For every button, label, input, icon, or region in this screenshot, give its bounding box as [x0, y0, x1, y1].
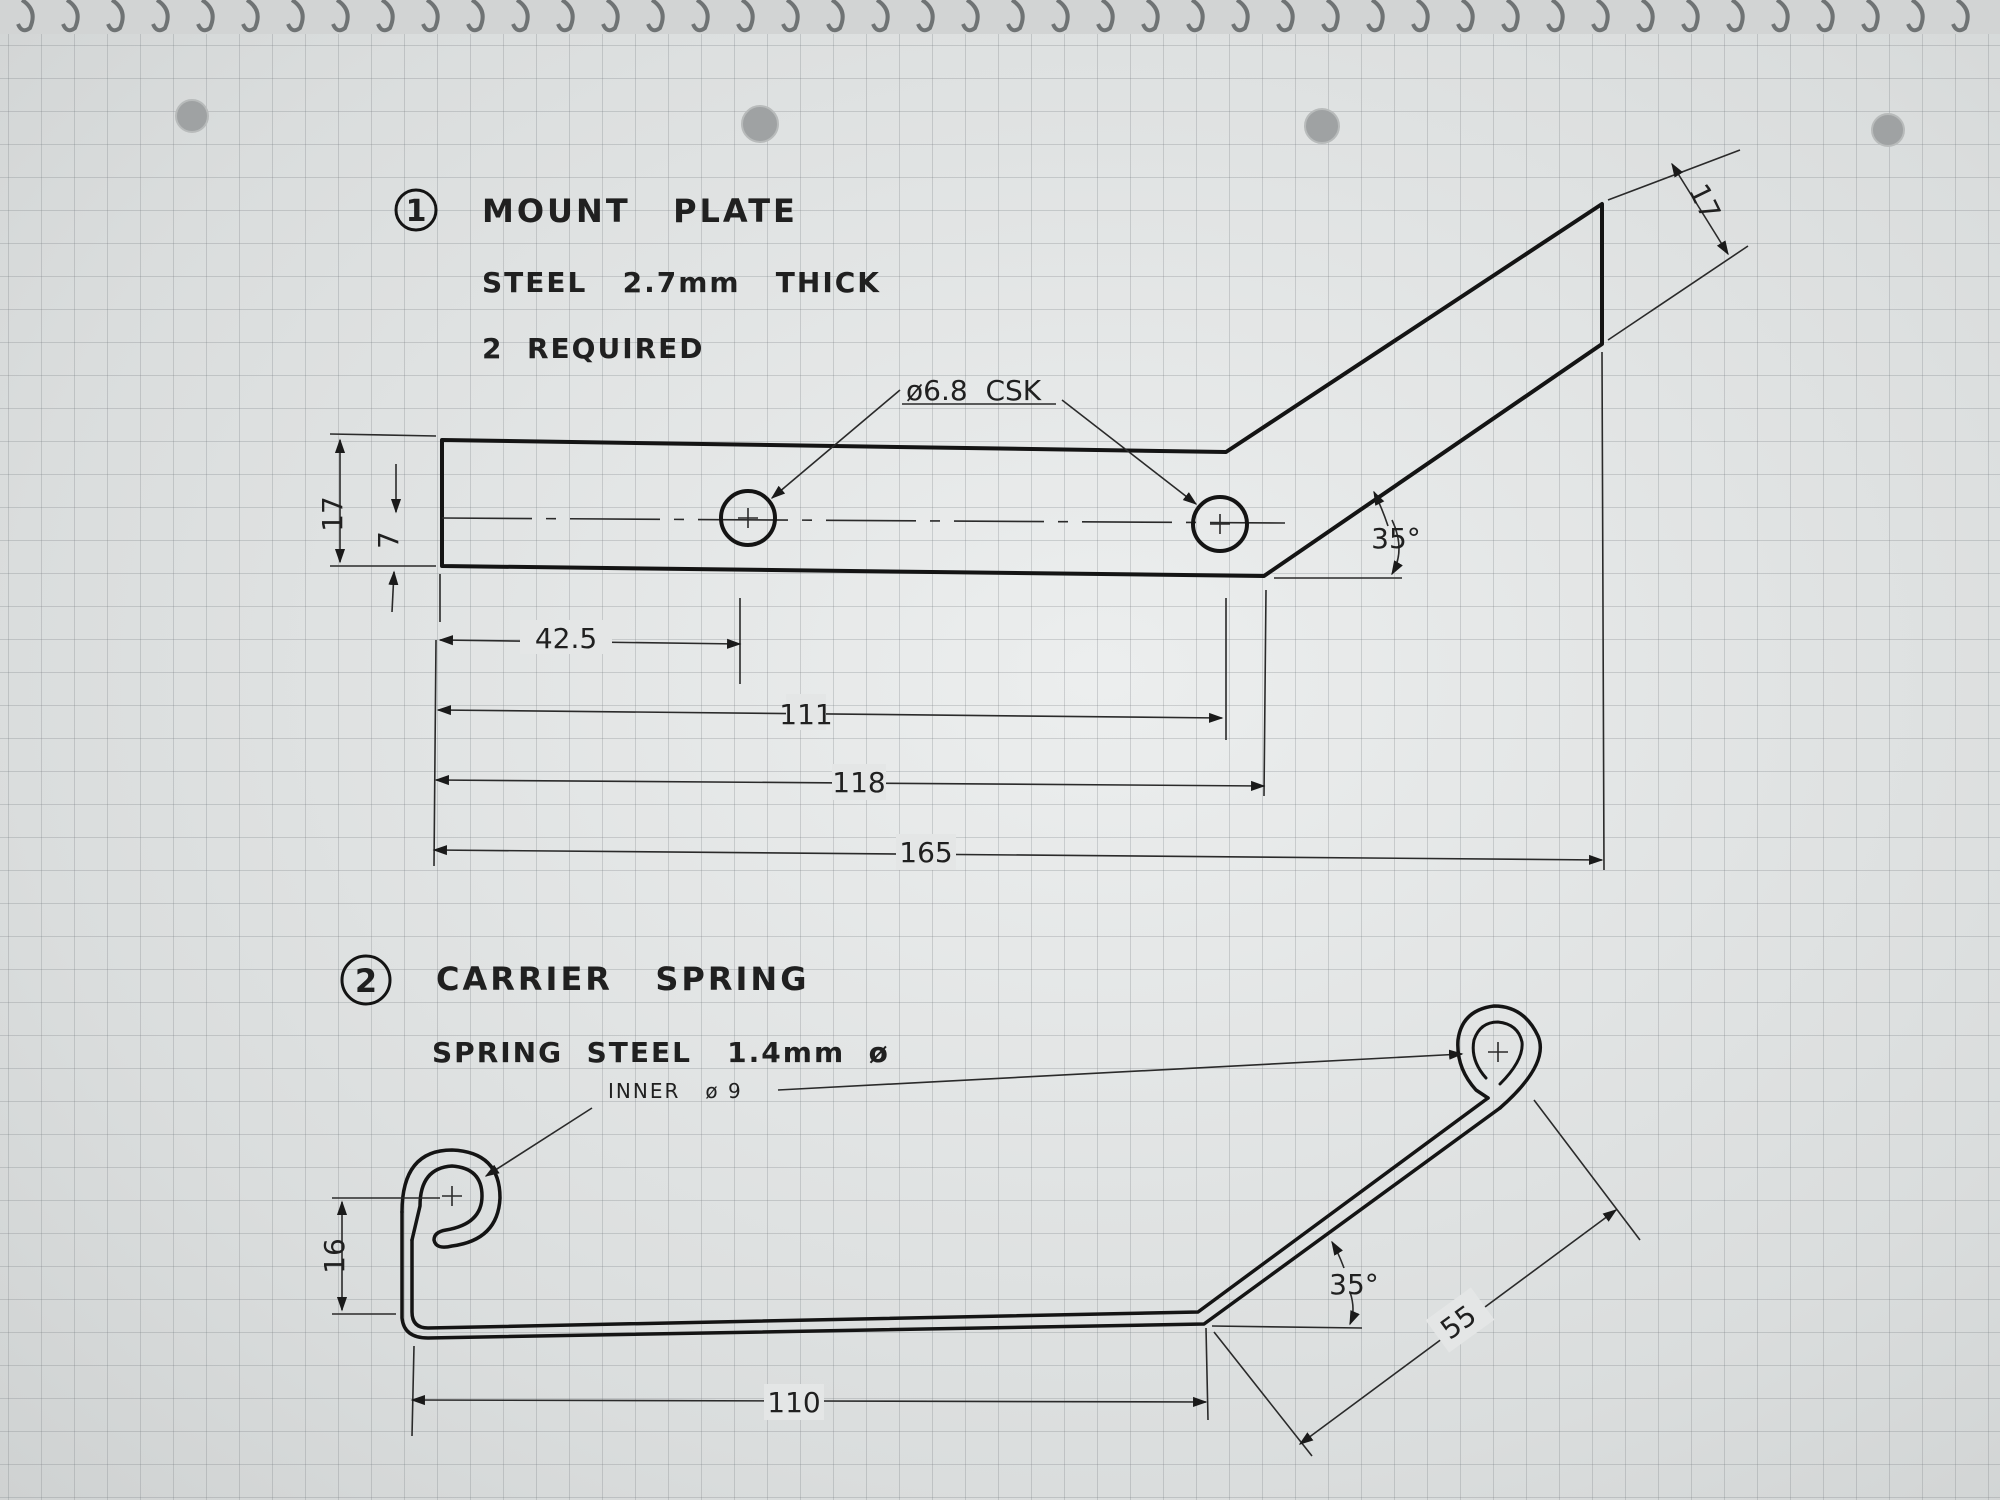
binding-coil [511, 0, 530, 33]
part2-heading: 2 CARRIER SPRING SPRING STEEL 1.4mm ø IN… [340, 954, 890, 1103]
binding-coil [1366, 0, 1385, 33]
binding-coil [646, 0, 665, 33]
binding-coil [916, 0, 935, 33]
binding-coil [556, 0, 575, 33]
punch-hole [741, 105, 779, 143]
hole-1 [719, 489, 777, 547]
punch-hole [1871, 113, 1905, 147]
part1-number-circle [394, 188, 438, 232]
binding-coil [466, 0, 485, 33]
binding-coil [1861, 0, 1880, 33]
part1-heading: 1 MOUNT PLATE STEEL 2.7mm THICK 2 REQUIR… [394, 188, 881, 365]
binding-coil [1321, 0, 1340, 33]
punched-holes [175, 99, 1905, 147]
dim-spring-angle: 35° [1329, 1268, 1379, 1301]
part1-quantity: 2 REQUIRED [482, 332, 705, 365]
hole-2 [1191, 495, 1249, 553]
binding-coil [421, 0, 440, 33]
dim-height: 17 [316, 496, 349, 532]
binding-coil [1501, 0, 1520, 33]
binding-coil [1276, 0, 1295, 33]
binding-coil [1951, 0, 1970, 33]
binding-coil [1816, 0, 1835, 33]
dim-bend: 118 [832, 766, 885, 799]
binding-coil [1456, 0, 1475, 33]
binding-coil [61, 0, 80, 33]
binding-coil [241, 0, 260, 33]
part1-material: STEEL 2.7mm THICK [482, 266, 881, 299]
binding-coil [1681, 0, 1700, 33]
binding-coil [376, 0, 395, 33]
binding-coil [781, 0, 800, 33]
part2-dimensions: 16 110 35° 55 [318, 1099, 1641, 1457]
binding-coil [106, 0, 125, 33]
binding-coil [1726, 0, 1745, 33]
mount-plate-outline: ø6.8 CSK [440, 202, 1604, 578]
spiral-binding [0, 0, 2000, 34]
dim-hole-offset: 7 [372, 531, 405, 549]
dim-overall: 165 [899, 836, 952, 869]
dim-angle1: 35° [1371, 522, 1421, 555]
binding-coil [1411, 0, 1430, 33]
binding-coil [331, 0, 350, 33]
binding-coil [1591, 0, 1610, 33]
carrier-spring-outline [400, 1004, 1543, 1340]
dim-spring-length: 110 [767, 1386, 820, 1419]
binding-coil [1186, 0, 1205, 33]
binding-coil [1231, 0, 1250, 33]
part1-number: 1 [406, 194, 427, 229]
dim-hole2: 111 [779, 698, 832, 731]
binding-coil [1636, 0, 1655, 33]
binding-coil [16, 0, 35, 33]
binding-coil [1546, 0, 1565, 33]
part2-eye-label: INNER ø 9 [608, 1079, 743, 1103]
part1-dimensions: 17 7 42.5 111 118 165 17 35° [316, 149, 1749, 871]
binding-coil [601, 0, 620, 33]
binding-coil [736, 0, 755, 33]
binding-coil [151, 0, 170, 33]
hole-label: ø6.8 CSK [906, 374, 1042, 407]
part2-number: 2 [355, 962, 377, 1000]
binding-coil [1906, 0, 1925, 33]
binding-coil [1096, 0, 1115, 33]
dim-tab-width: 17 [1682, 179, 1727, 225]
binding-coil [961, 0, 980, 33]
binding-coil [826, 0, 845, 33]
binding-coil [1771, 0, 1790, 33]
binding-coil [1141, 0, 1160, 33]
part2-material: SPRING STEEL 1.4mm ø [432, 1036, 890, 1069]
part2-number-circle [340, 954, 392, 1006]
binding-coil [691, 0, 710, 33]
binding-coil [1006, 0, 1025, 33]
part2-title: CARRIER SPRING [436, 960, 809, 998]
punch-hole [175, 99, 209, 133]
dim-hole1: 42.5 [535, 622, 597, 655]
punch-hole [1304, 108, 1340, 144]
dim-spring-height: 16 [318, 1238, 351, 1274]
binding-coil [1051, 0, 1070, 33]
binding-coil [196, 0, 215, 33]
binding-coil [286, 0, 305, 33]
part1-title: MOUNT PLATE [482, 192, 798, 230]
binding-coil [871, 0, 890, 33]
